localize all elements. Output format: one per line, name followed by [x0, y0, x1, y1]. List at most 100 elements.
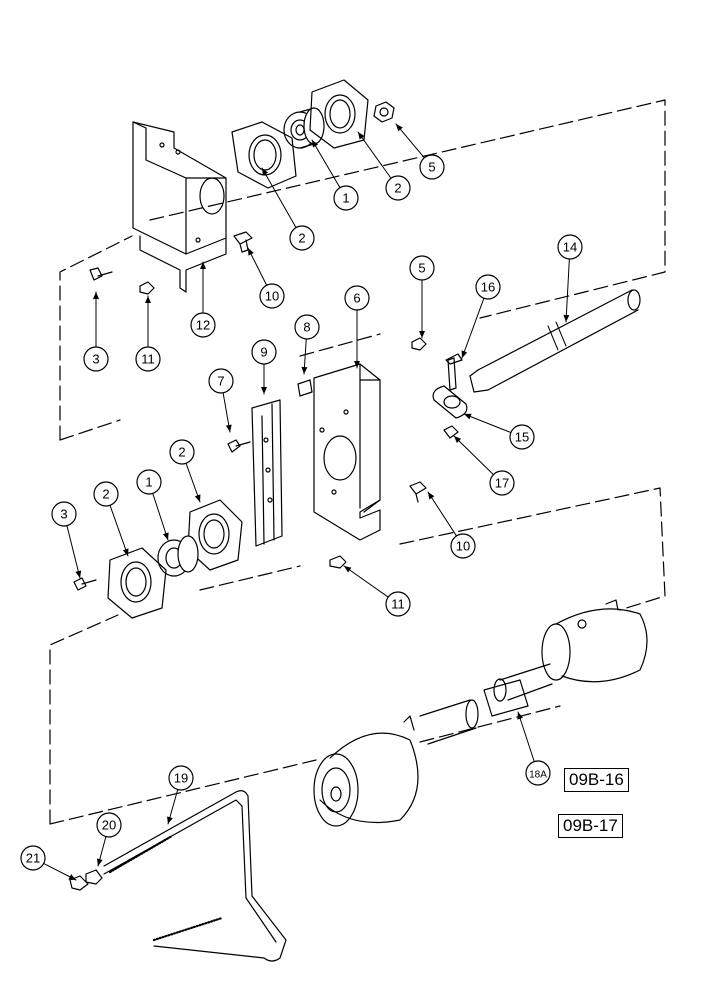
callout-circle [385, 175, 411, 201]
callout-number: 8 [303, 320, 310, 335]
leader-line [565, 258, 570, 323]
strap [251, 399, 283, 547]
callout-6: 6 [344, 285, 370, 369]
callout-circle [208, 368, 234, 394]
leader-arrowhead [225, 424, 232, 432]
callout-21: 21 [20, 845, 77, 881]
leader-arrowhead [419, 331, 425, 338]
callout-circle [168, 765, 194, 791]
callout-number: 15 [515, 430, 529, 445]
leader-arrowhead [75, 570, 82, 578]
leader-line [311, 139, 341, 189]
callout-3: 3 [83, 291, 109, 372]
leader-line [109, 504, 129, 557]
callout-19: 19 [167, 765, 194, 825]
upper-hardware [89, 231, 253, 295]
callout-10: 10 [427, 491, 476, 559]
leader-arrowhead [200, 262, 206, 269]
callout-2: 2 [261, 167, 315, 251]
callout-number: 2 [178, 445, 185, 460]
assembly-boundary-lower [49, 487, 666, 825]
callout-circle [450, 533, 476, 559]
callout-17: 17 [453, 435, 515, 496]
callout-number: 1 [145, 475, 152, 490]
leader-arrowhead [396, 124, 403, 132]
callout-number: 21 [26, 851, 40, 866]
carriage-bolt-lower [73, 577, 97, 591]
upper-flange-nut [373, 101, 395, 123]
callout-18A: 18A [517, 711, 551, 786]
callout-9: 9 [251, 339, 277, 395]
leader-arrowhead [464, 413, 472, 420]
callout-number: 1 [342, 191, 349, 206]
leader-arrowhead [162, 532, 169, 540]
callout-circle [20, 845, 46, 871]
callout-circle [83, 346, 109, 372]
leader-line [395, 123, 425, 159]
callout-circle [136, 469, 162, 495]
leader-arrowhead [261, 387, 267, 394]
leader-arrowhead [248, 248, 254, 256]
callout-number: 10 [456, 539, 470, 554]
assembly-boundary-upper [59, 99, 666, 441]
driveline [313, 599, 648, 827]
leader-line [66, 525, 81, 579]
leader-arrowhead [312, 140, 319, 148]
leader-line [517, 711, 535, 763]
leader-arrowhead [122, 548, 129, 556]
callout-circle [385, 591, 411, 617]
leader-line [152, 492, 169, 541]
callout-1: 1 [136, 469, 169, 541]
callout-number: 3 [92, 352, 99, 367]
leader-arrowhead [454, 436, 462, 444]
callout-15: 15 [463, 413, 535, 450]
leader-arrowhead [68, 874, 76, 880]
leader-arrowhead [358, 132, 365, 140]
u-bolt-rod [103, 790, 287, 962]
callout-number: 19 [174, 771, 188, 786]
leader-line [453, 435, 494, 476]
callout-circle [169, 439, 195, 465]
reference-box-09b-17: 09B-17 [558, 814, 623, 838]
callout-11: 11 [135, 295, 161, 372]
callout-number: 6 [353, 291, 360, 306]
callout-2: 2 [357, 131, 411, 201]
leader-arrowhead [167, 816, 173, 824]
upper-bracket [132, 121, 227, 293]
clamp [432, 353, 468, 439]
callout-circle [93, 481, 119, 507]
callout-circle [525, 760, 551, 786]
callout-circle [419, 154, 445, 180]
callout-circle [135, 346, 161, 372]
hex-screw-right [409, 481, 427, 503]
upper-flange-left [231, 121, 297, 189]
callout-circle [294, 314, 320, 340]
callout-circle [557, 234, 583, 260]
callout-circle [409, 255, 435, 281]
hex-nut [69, 875, 89, 891]
callout-circle [489, 470, 515, 496]
callout-circle [344, 285, 370, 311]
callout-circle [289, 225, 315, 251]
leader-arrowhead [96, 858, 103, 866]
leader-line [261, 167, 297, 229]
lower-bearing [157, 535, 199, 577]
callout-5: 5 [395, 123, 445, 180]
small-nut-upper [411, 337, 427, 351]
callout-number: 2 [102, 487, 109, 502]
callout-number: 11 [141, 352, 155, 367]
leader-arrowhead [563, 314, 570, 322]
callout-number: 3 [60, 507, 67, 522]
leader-line [357, 131, 392, 179]
leader-arrowhead [301, 366, 308, 374]
callout-5: 5 [409, 255, 435, 339]
callout-circle [251, 339, 277, 365]
callout-7: 7 [208, 368, 234, 433]
callout-number: 17 [495, 476, 509, 491]
callout-number: 2 [394, 181, 401, 196]
lock-washer [85, 869, 103, 885]
leader-arrowhead [194, 494, 201, 502]
shaft [469, 289, 641, 393]
